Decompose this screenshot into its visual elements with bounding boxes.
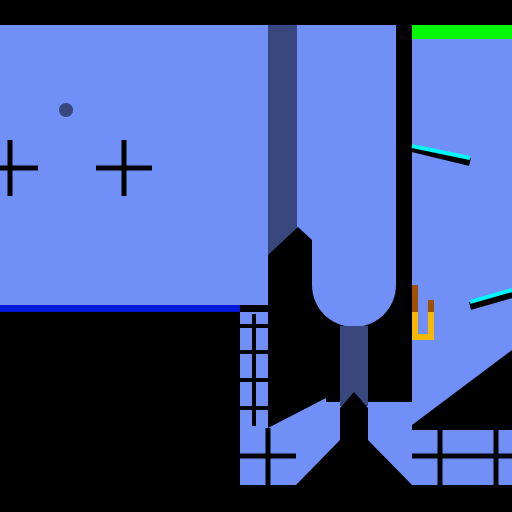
- ground-ledge: [0, 305, 240, 312]
- laser-lower: [468, 288, 512, 310]
- laser-upper: [411, 144, 471, 166]
- ramp-right: [412, 350, 512, 430]
- sky-channel: [297, 25, 398, 325]
- shaft-wall-right: [368, 342, 412, 402]
- orb-collectible[interactable]: [59, 103, 73, 117]
- shaft-wall-left: [326, 342, 340, 402]
- cross-marker-3: [240, 428, 296, 485]
- ground-block-left: [0, 312, 240, 512]
- cross-marker-2: [96, 140, 152, 196]
- background-pillar: [268, 25, 298, 255]
- u-pipe-structure: [268, 25, 412, 342]
- fence-right: [412, 428, 512, 485]
- player-character[interactable]: [412, 285, 434, 340]
- goal-bar[interactable]: [412, 25, 512, 39]
- ladder: [240, 314, 268, 426]
- sky-left: [0, 25, 268, 305]
- ramp-left: [268, 342, 326, 428]
- central-tower: [296, 392, 412, 485]
- cross-marker-1: [0, 140, 38, 196]
